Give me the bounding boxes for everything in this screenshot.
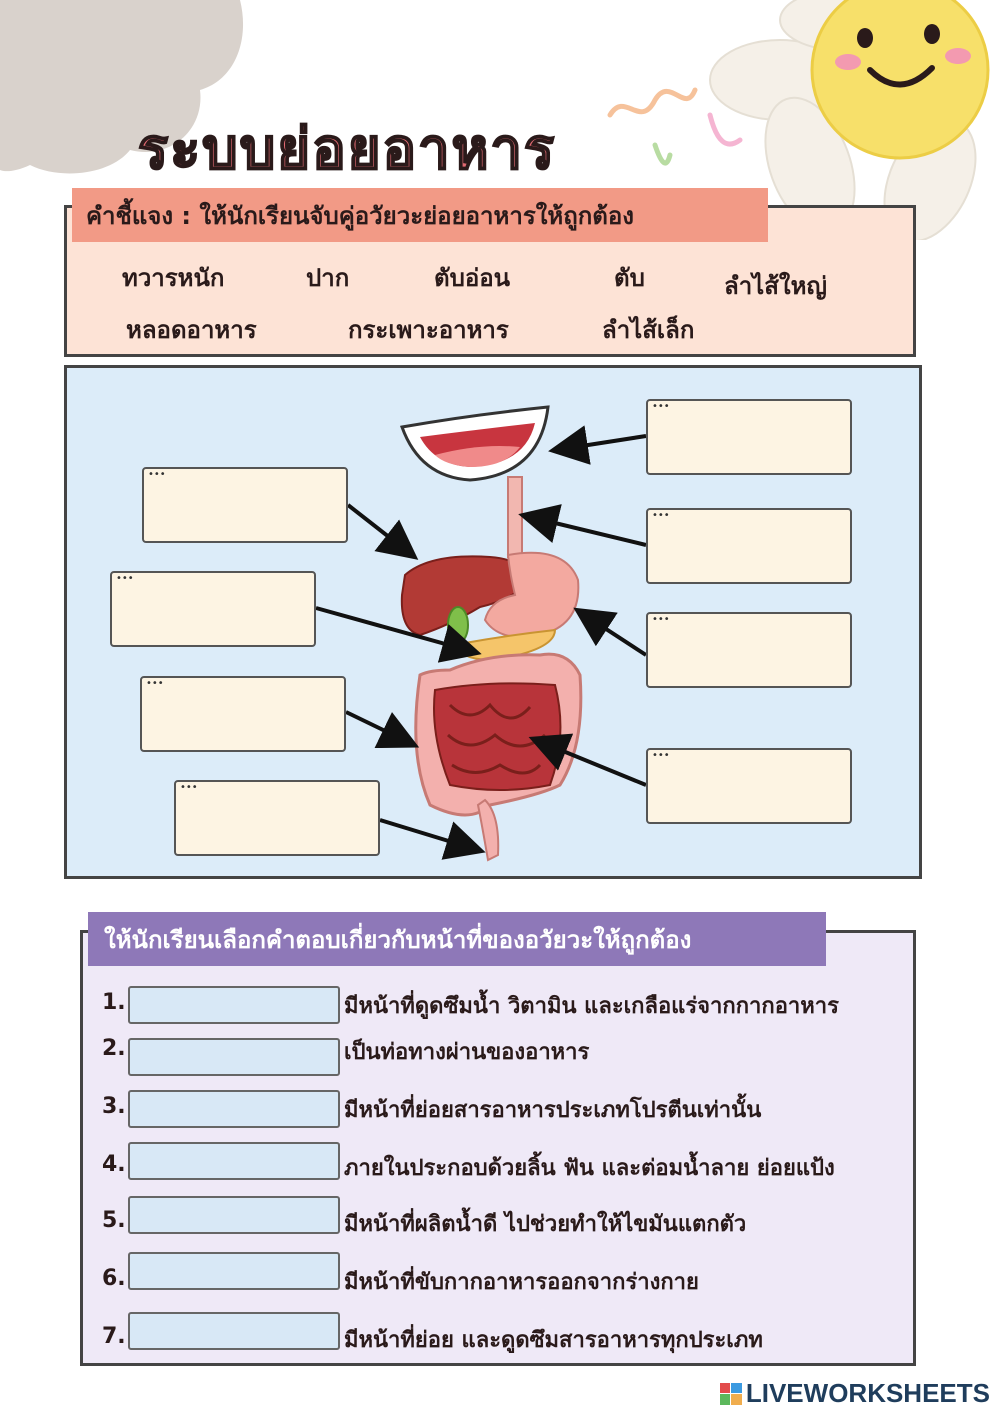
page-title: ระบบย่อยอาหาร xyxy=(137,115,557,183)
three-dots-icon: ••• xyxy=(116,573,134,584)
word-bank-item: กระเพาะอาหาร xyxy=(348,316,509,344)
label-box-left-1[interactable]: ••• xyxy=(142,467,348,543)
brand-name: LIVEWORKSHEETS xyxy=(745,1378,990,1408)
word-bank-item: ลำไส้เล็ก xyxy=(602,316,695,344)
question-text: มีหน้าที่ย่อยสารอาหารประเภทโปรตีนเท่านั้… xyxy=(344,1098,762,1123)
question-number: 5. xyxy=(102,1208,126,1233)
three-dots-icon: ••• xyxy=(652,401,670,412)
answer-dropdown[interactable] xyxy=(128,1142,340,1180)
question-number: 6. xyxy=(102,1266,126,1291)
answer-dropdown[interactable] xyxy=(128,1038,340,1076)
word-bank-item: หลอดอาหาร xyxy=(126,316,257,344)
arrow-icon xyxy=(518,504,647,547)
label-box-right-1[interactable]: ••• xyxy=(646,399,852,475)
three-dots-icon: ••• xyxy=(180,782,198,793)
three-dots-icon: ••• xyxy=(652,750,670,761)
question-number: 3. xyxy=(102,1094,126,1119)
question-text: เป็นท่อทางผ่านของอาหาร xyxy=(344,1040,590,1065)
question-number: 1. xyxy=(102,990,126,1015)
arrow-icon xyxy=(379,818,486,860)
word-bank-item: ตับ xyxy=(614,264,645,292)
liveworksheets-logo-icon xyxy=(719,1382,742,1405)
three-dots-icon: ••• xyxy=(652,614,670,625)
three-dots-icon: ••• xyxy=(148,469,166,480)
arrow-icon xyxy=(573,607,648,657)
question-text: ภายในประกอบด้วยลิ้น ฟัน และต่อมน้ำลาย ย่… xyxy=(344,1156,835,1181)
label-box-right-4[interactable]: ••• xyxy=(646,748,852,824)
three-dots-icon: ••• xyxy=(652,510,670,521)
instruction-banner: คำชี้แจง : ให้นักเรียนจับคู่อวัยวะย่อยอา… xyxy=(72,188,768,242)
answer-dropdown[interactable] xyxy=(128,1090,340,1128)
answer-dropdown[interactable] xyxy=(128,986,340,1024)
question-text: มีหน้าที่ย่อย และดูดซึมสารอาหารทุกประเภท xyxy=(344,1328,763,1353)
label-box-left-4[interactable]: ••• xyxy=(174,780,380,856)
word-bank-item: ปาก xyxy=(306,264,350,292)
swirl-decoration xyxy=(607,87,743,166)
word-bank-item: ตับอ่อน xyxy=(434,264,511,292)
label-box-left-2[interactable]: ••• xyxy=(110,571,316,647)
arrows-layer xyxy=(315,425,648,860)
question-text: มีหน้าที่ผลิตน้ำดี ไปช่วยทำให้ไขมันแตกตั… xyxy=(344,1212,747,1237)
label-box-right-2[interactable]: ••• xyxy=(646,508,852,584)
question-text: มีหน้าที่ขับกากอาหารออกจากร่างกาย xyxy=(344,1270,699,1295)
arrow-icon xyxy=(528,733,647,787)
answer-dropdown[interactable] xyxy=(128,1252,340,1290)
question-number: 7. xyxy=(102,1324,126,1349)
label-box-left-3[interactable]: ••• xyxy=(140,676,346,752)
brand-footer[interactable]: LIVEWORKSHEETS xyxy=(719,1378,990,1409)
sun-flower-decoration xyxy=(709,0,990,240)
arrow-icon xyxy=(346,503,419,560)
cloud-decoration xyxy=(0,0,244,174)
answer-dropdown[interactable] xyxy=(128,1312,340,1350)
question-heading: ให้นักเรียนเลือกคำตอบเกี่ยวกับหน้าที่ของ… xyxy=(88,912,826,966)
question-text: มีหน้าที่ดูดซึมน้ำ วิตามิน และเกลือแร่จา… xyxy=(344,994,839,1019)
question-number: 4. xyxy=(102,1152,126,1177)
question-number: 2. xyxy=(102,1036,126,1061)
label-box-right-3[interactable]: ••• xyxy=(646,612,852,688)
answer-dropdown[interactable] xyxy=(128,1196,340,1234)
three-dots-icon: ••• xyxy=(146,678,164,689)
arrow-icon xyxy=(315,606,482,663)
arrow-icon xyxy=(548,425,647,465)
arrow-icon xyxy=(345,710,420,749)
word-bank-item: ลำไส้ใหญ่ xyxy=(724,272,827,300)
word-bank-item: ทวารหนัก xyxy=(122,264,225,292)
digestive-system-illustration xyxy=(399,405,583,862)
